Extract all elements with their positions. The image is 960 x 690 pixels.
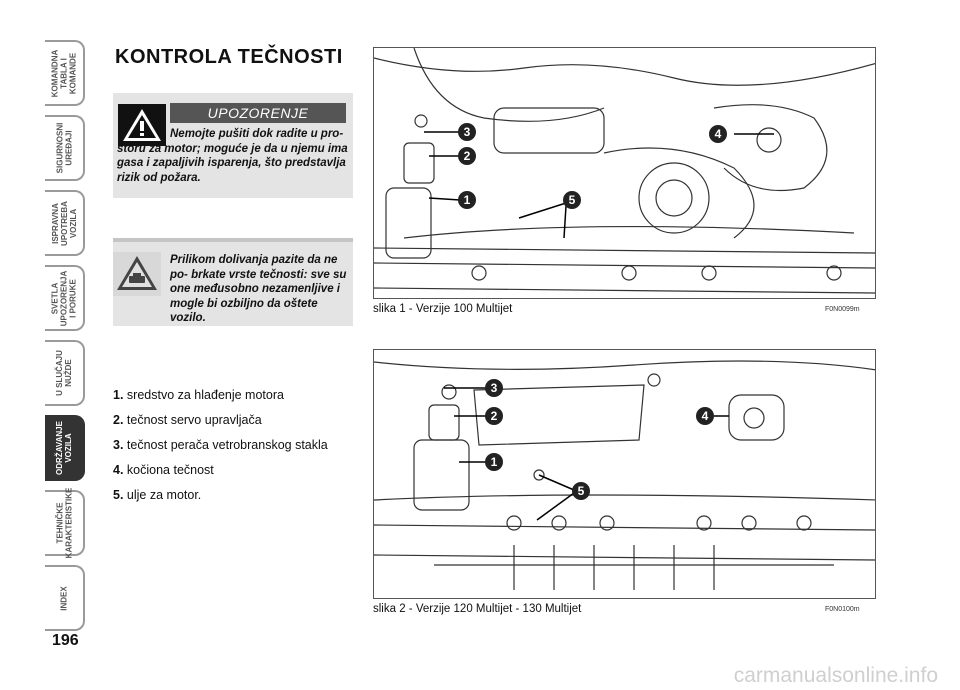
note-text: Prilikom dolivanja pazite da ne po- brka… [170,254,347,324]
legend-item: 4. kočiona tečnost [113,463,214,477]
warning-text: Nemojte pušiti dok radite u pro- storu z… [117,128,348,184]
figure-2-caption: slika 2 - Verzije 120 Multijet - 130 Mul… [373,603,582,615]
warning-header: UPOZORENJE [170,103,346,123]
tab-svetla-upozorenja[interactable]: SVETLA UPOZORENJA I PORUKE [45,265,85,331]
engine-bay-figure-1: 1 2 3 4 5 [373,47,876,299]
watermark: carmanualsonline.info [733,664,938,687]
tab-sigurnosni-uredaji[interactable]: SIGURNOSNI UREĐAJI [45,115,85,181]
callout-3-icon: 3 [464,125,471,139]
figure-2-code: F0N0100m [825,606,860,613]
legend-list: 1. sredstvo za hlađenje motora 2. tečnos… [113,383,328,508]
legend-item: 5. ulje za motor. [113,488,202,502]
callout-1-icon: 1 [464,193,471,207]
tab-tehnicke-karakteristike[interactable]: TEHNIČKE KARAKTERISTIKE [45,488,85,558]
callout-4-icon: 4 [715,127,722,141]
legend-item: 3. tečnost perača vetrobranskog stakla [113,438,328,452]
tab-u-slucaju-nuzde[interactable]: U SLUČAJU NUŽDE [45,340,85,406]
tab-ispravna-upotreba[interactable]: ISPRAVNA UPOTREBA VOZILA [45,190,85,256]
callout-3-icon: 3 [491,381,498,395]
tab-index[interactable]: INDEX [45,565,85,631]
callout-5-icon: 5 [569,193,576,207]
callout-4-icon: 4 [702,409,709,423]
page-number: 196 [52,632,79,649]
figure-1-caption: slika 1 - Verzije 100 Multijet [373,303,513,315]
tab-komandna-tabla[interactable]: KOMANDNA TABLA I KOMANDE [45,40,85,106]
caution-triangle-icon [113,252,161,296]
figure-1-code: F0N0099m [825,306,860,313]
callout-1-icon: 1 [491,455,498,469]
callout-2-icon: 2 [491,409,498,423]
warning-triangle-icon [118,104,166,146]
page-title: KONTROLA TEČNOSTI [115,46,343,68]
callout-2-icon: 2 [464,149,471,163]
engine-bay-figure-2: 1 2 3 4 5 [373,349,876,599]
callout-5-icon: 5 [578,484,585,498]
legend-item: 2. tečnost servo upravljača [113,413,262,427]
tab-odrzavanje-vozila[interactable]: ODRŽAVANJE VOZILA [45,415,85,481]
legend-item: 1. sredstvo za hlađenje motora [113,388,284,402]
